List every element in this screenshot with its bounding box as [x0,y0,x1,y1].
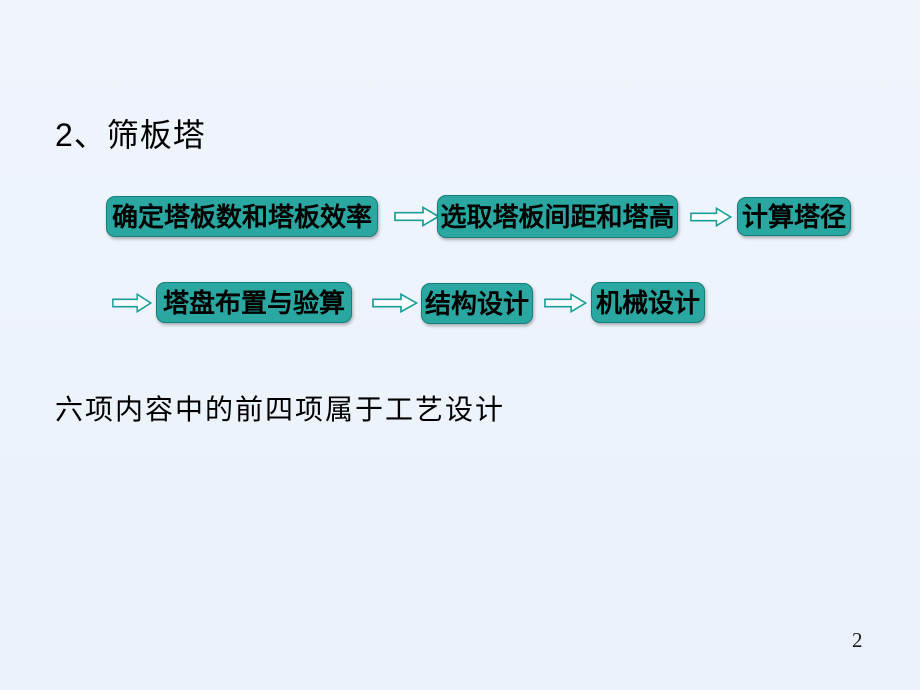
right-arrow-icon [372,292,418,314]
flow-step-tray-spacing-height: 选取塔板间距和塔高 [437,195,678,238]
flow-step-mechanical-design: 机械设计 [591,282,705,323]
right-arrow-icon [544,292,587,314]
right-arrow-icon [690,206,732,228]
flow-step-tray-count-efficiency: 确定塔板数和塔板效率 [106,196,378,237]
flow-step-column-diameter: 计算塔径 [737,197,851,236]
right-arrow-icon [394,205,440,228]
slide-title: 2、筛板塔 [55,117,206,153]
right-arrow-icon [112,292,152,314]
page-number: 2 [852,628,863,652]
flow-step-structure-design: 结构设计 [421,283,533,324]
flow-step-tray-layout-check: 塔盘布置与验算 [156,282,352,323]
slide-note: 六项内容中的前四项属于工艺设计 [55,394,506,425]
